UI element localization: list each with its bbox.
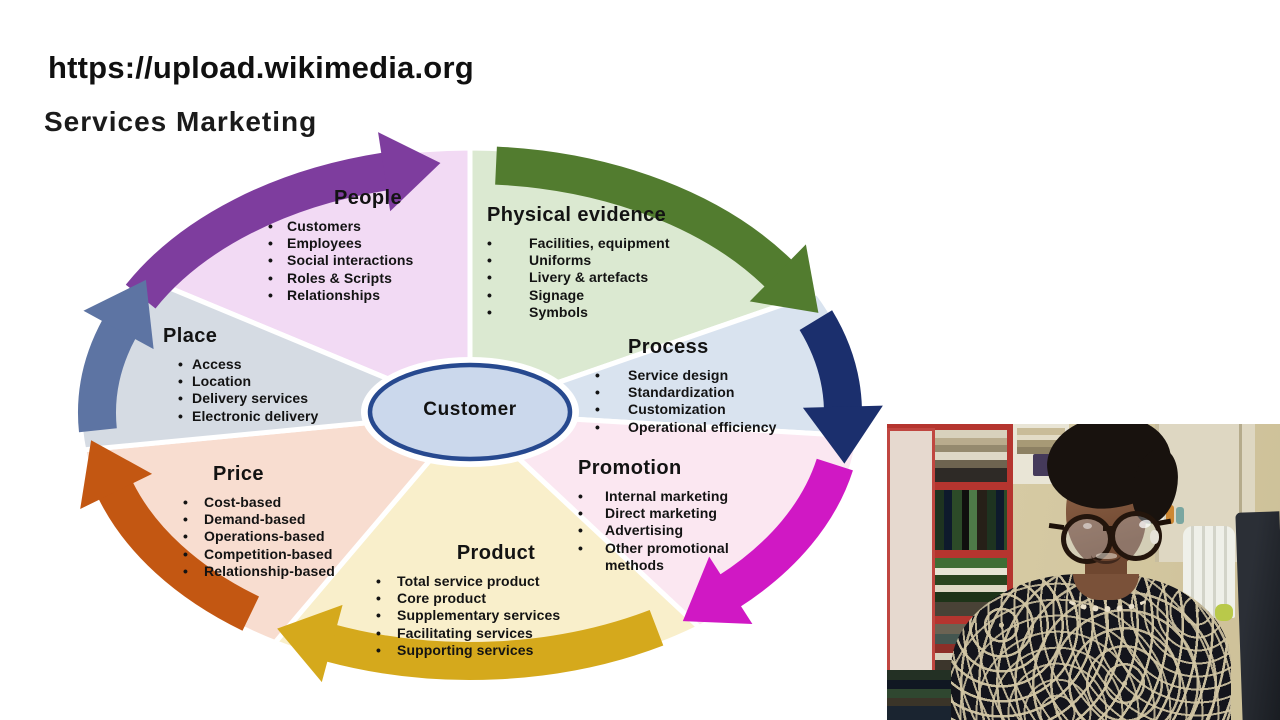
earbud [1150,530,1159,544]
bookshelf-glass-door [887,428,935,706]
bookshelf-row [935,490,1007,550]
arrow-physical-evidence [495,146,793,288]
segment-title: Price [213,463,264,485]
lens-glint [1083,523,1092,529]
arrow-place [78,319,137,433]
segment-item: Delivery services [178,390,375,407]
segment-item: Employees [268,235,468,252]
segment-item: Standardization [595,384,835,401]
segment-price: Price Cost-based Demand-based Operations… [183,462,395,580]
segment-item: Supplementary services [376,607,616,624]
segment-promotion: Promotion Internal marketing Direct mark… [578,456,790,574]
customer-center-label: Customer [423,399,517,420]
arrow-head-product [277,604,343,683]
segment-item: Relationships [268,287,468,304]
segment-process: Process Service design Standardization C… [595,335,835,436]
arrow-people [125,152,389,309]
slide-title: Services Marketing [44,106,318,137]
segment-item: Access [178,356,375,373]
segment-item: Customization [595,401,835,418]
segment-items: Total service product Core product Suppl… [376,573,616,659]
segment-items: Internal marketing Direct marketing Adve… [578,488,790,574]
segment-items: Customers Employees Social interactions … [268,218,468,304]
segment-item: Competition-based [183,546,395,563]
arrow-head-price [80,440,153,509]
segment-item: Facilitating services [376,625,616,642]
arrow-promotion [718,458,853,608]
segment-title: Place [163,325,218,347]
segment-item: Operational efficiency [595,419,835,436]
webcam-overlay [887,424,1280,720]
glasses-bridge [1103,526,1113,531]
segment-title: Promotion [578,457,682,479]
segment-title: People [334,187,402,209]
segment-item: Other promotional methods [578,540,790,574]
segment-item: Operations-based [183,528,395,545]
arrow-head-place [83,279,154,350]
segment-item: Social interactions [268,252,468,269]
bottle [1176,507,1184,524]
segment-item: Total service product [376,573,616,590]
segment-item: Electronic delivery [178,408,375,425]
segment-item: Advertising [578,522,790,539]
presenter-smile [1096,553,1117,559]
segment-items: Facilities, equipment Uniforms Livery & … [487,235,737,321]
segment-item: Demand-based [183,511,395,528]
segment-item: Roles & Scripts [268,270,468,287]
segment-people: People Customers Employees Social intera… [268,186,468,304]
monitor-edge [1235,511,1280,720]
door-frame [1239,424,1242,564]
arrow-process [799,310,862,410]
bottle [1166,505,1174,524]
arrow-price [98,480,260,631]
segment-item: Livery & artefacts [487,269,737,286]
segment-item: Supporting services [376,642,616,659]
source-url-text: https://upload.wikimedia.org [48,50,474,85]
segment-title: Process [628,336,709,358]
segment-item: Location [178,373,375,390]
bookshelf-row [935,430,1007,482]
segment-physical-evidence: Physical evidence Facilities, equipment … [487,203,737,321]
segment-items: Access Location Delivery services Electr… [178,356,375,425]
presenter-mouth [1091,546,1121,564]
desk-object [1215,604,1233,621]
segment-product: Product Total service product Core produ… [376,541,616,659]
segment-item: Internal marketing [578,488,790,505]
segment-item: Facilities, equipment [487,235,737,252]
arrow-head-physical-evidence [749,244,819,313]
segment-item: Relationship-based [183,563,395,580]
segment-item: Symbols [487,304,737,321]
segment-item: Uniforms [487,252,737,269]
segment-item: Core product [376,590,616,607]
segment-title: Physical evidence [487,204,667,226]
segment-title: Product [456,542,536,564]
segment-item: Service design [595,367,835,384]
segment-place: Place Access Location Delivery services … [163,324,375,425]
segment-item: Customers [268,218,468,235]
presenter-torso [951,574,1231,720]
segment-items: Service design Standardization Customiza… [595,367,835,436]
arrow-head-promotion [682,556,753,624]
segment-item: Direct marketing [578,505,790,522]
arrow-head-people [378,132,441,212]
segment-items: Cost-based Demand-based Operations-based… [183,494,395,580]
segment-item: Signage [487,287,737,304]
pearl-necklace [1064,578,1150,612]
segment-item: Cost-based [183,494,395,511]
